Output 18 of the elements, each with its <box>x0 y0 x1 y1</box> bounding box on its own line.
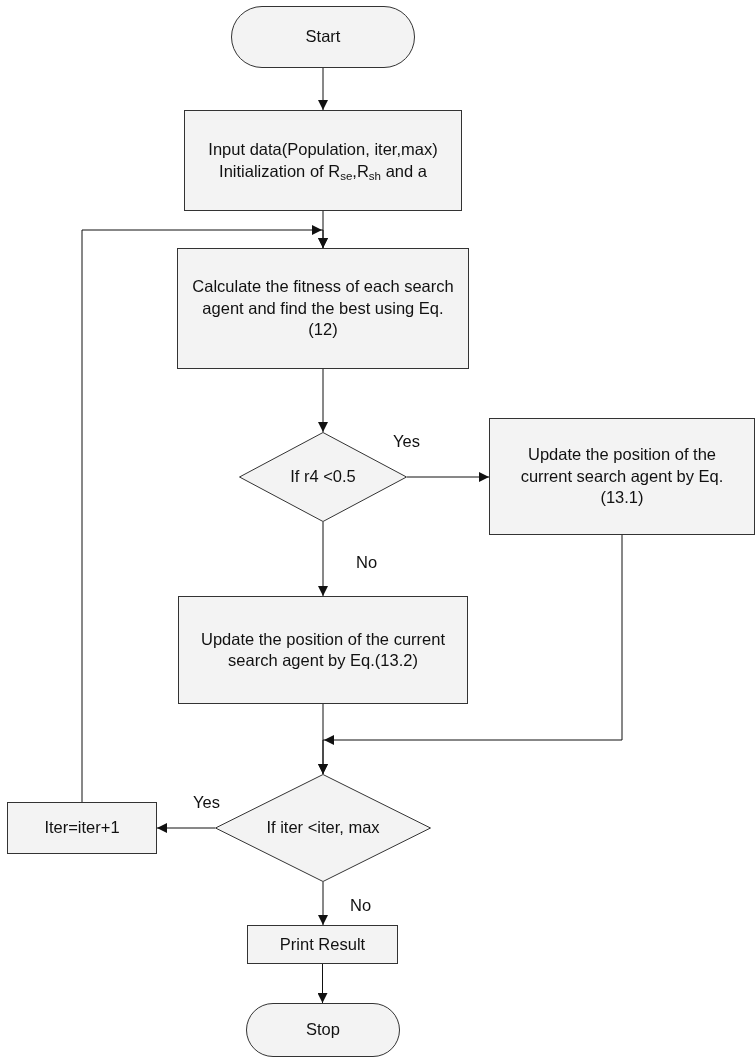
process-box <box>177 248 469 369</box>
node-text: Stop <box>306 1019 340 1041</box>
node-text: Input data(Population, iter,max) <box>208 139 438 161</box>
node-text: Update the position of the current search agent by Eq.(13.1) <box>519 444 725 509</box>
stop-terminal <box>246 1003 400 1057</box>
node-text: Print Result <box>279 933 366 955</box>
node-text: Iter=iter+1 <box>44 817 120 839</box>
process-box <box>178 596 468 704</box>
node-text: If r4 <0.5 <box>290 466 356 488</box>
node-text: Calculate the fitness of each search agent and find the best using Eq.(12) <box>192 276 454 341</box>
process-box <box>247 925 398 964</box>
process-box <box>489 418 755 535</box>
process-box <box>184 110 462 211</box>
node-text: Update the position of the current search agent by Eq.(13.2) <box>200 628 446 671</box>
node-text: If iter <iter, max <box>266 817 380 839</box>
process-box <box>7 802 157 854</box>
node-text: Start <box>305 26 341 48</box>
node-text: Initialization of R$_{se}$,R$_{sh}$ and a <box>219 160 427 182</box>
